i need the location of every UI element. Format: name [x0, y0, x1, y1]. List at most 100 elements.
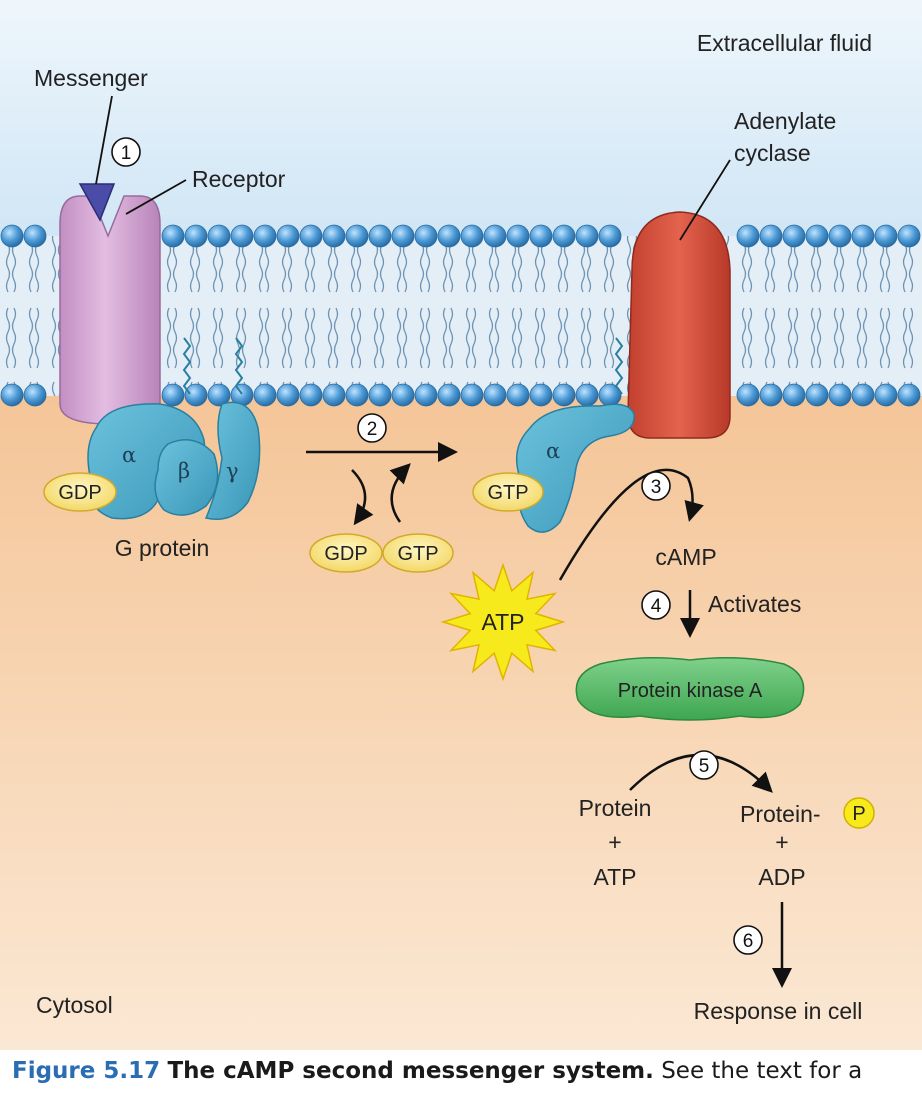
atp-to-camp-arrow: [558, 468, 704, 581]
messenger-leader: [95, 95, 113, 185]
lipid-head: [368, 224, 392, 248]
lipid-head: [736, 383, 760, 407]
cytosol-label: Cytosol: [36, 992, 113, 1018]
lipid-head: [322, 383, 346, 407]
receptor-protein: [59, 195, 161, 425]
lipid-head: [460, 383, 484, 407]
lipid-head: [414, 224, 438, 248]
gdp-release-arrow: [351, 469, 374, 526]
receptor-leader: [125, 179, 187, 215]
svg-text:5: 5: [699, 756, 710, 777]
atp-star: [440, 562, 566, 682]
lipid-heads-top: [0, 224, 921, 248]
beta-label: β: [178, 459, 190, 483]
lipid-head: [483, 224, 507, 248]
step-marker-1: 1: [111, 137, 141, 167]
phosphate-label: P: [852, 803, 865, 825]
lipid-head: [299, 224, 323, 248]
adenylate-cyclase: [627, 211, 731, 439]
lipid-head: [0, 224, 24, 248]
lipid-head: [759, 383, 783, 407]
gtp-oval-bound: [472, 472, 544, 512]
response-label: Response in cell: [694, 998, 863, 1024]
svg-text:3: 3: [651, 477, 662, 498]
lipid-head: [437, 383, 461, 407]
lipid-head: [552, 383, 576, 407]
lipid-head: [161, 383, 185, 407]
lipid-heads-bottom: [0, 383, 921, 407]
lipid-head: [368, 383, 392, 407]
adenylate-leader: [679, 159, 731, 241]
lipid-head: [529, 224, 553, 248]
gdp-oval: [43, 472, 117, 512]
phosphate-circle: [843, 797, 875, 829]
step-marker-5: 5: [689, 750, 719, 780]
plus-left: +: [608, 829, 621, 855]
g-protein-beta: [154, 439, 219, 516]
step-marker-3: 3: [641, 471, 671, 501]
lipid-head: [276, 224, 300, 248]
lipid-anchor: [182, 337, 192, 395]
lipid-head: [874, 224, 898, 248]
atp-label: ATP: [481, 609, 524, 635]
step-marker-4: 4: [641, 590, 671, 620]
lipid-head: [897, 383, 921, 407]
step-marker-2: 2: [357, 413, 387, 443]
lipid-head: [184, 383, 208, 407]
g-protein-label: G protein: [115, 535, 210, 561]
svg-text:4: 4: [651, 596, 662, 617]
lipid-head: [575, 224, 599, 248]
plus-right: +: [775, 829, 788, 855]
lipid-head: [207, 383, 231, 407]
lipid-head: [575, 383, 599, 407]
gamma-label: γ: [226, 459, 239, 483]
gdp-label: GDP: [58, 482, 101, 504]
receptor-label: Receptor: [192, 166, 286, 192]
activates-label: Activates: [708, 591, 801, 617]
pka-label: Protein kinase A: [618, 680, 763, 702]
lipid-head: [506, 224, 530, 248]
lipid-head: [506, 383, 530, 407]
lipid-head: [782, 224, 806, 248]
lipid-head: [529, 383, 553, 407]
protein-p-label: Protein-: [740, 801, 821, 827]
extracellular-label: Extracellular fluid: [697, 30, 872, 56]
figure-caption: Figure 5.17 The cAMP second messenger sy…: [12, 1058, 912, 1084]
lipid-head: [391, 383, 415, 407]
protein-kinase-a: [575, 657, 805, 721]
messenger-label: Messenger: [34, 65, 148, 91]
figure-number: Figure 5.17: [12, 1058, 161, 1084]
lipid-head: [805, 383, 829, 407]
step-marker-6: 6: [733, 925, 763, 955]
lipid-head: [897, 224, 921, 248]
atp-substrate-label: ATP: [593, 864, 636, 890]
svg-text:1: 1: [121, 143, 132, 164]
lipid-head: [0, 383, 24, 407]
gtp-oval-free: [382, 533, 454, 573]
lipid-head: [230, 224, 254, 248]
lipid-head: [253, 383, 277, 407]
lipid-head: [253, 224, 277, 248]
lipid-head: [598, 224, 622, 248]
lipid-head: [23, 383, 47, 407]
lipid-head: [759, 224, 783, 248]
lipid-head: [828, 383, 852, 407]
alpha-label: α: [122, 443, 136, 467]
lipid-head: [299, 383, 323, 407]
camp-label: cAMP: [655, 544, 716, 570]
adenylate-label: Adenylate: [734, 108, 836, 134]
lipid-head: [161, 224, 185, 248]
lipid-head: [184, 224, 208, 248]
lipid-head: [828, 224, 852, 248]
lipid-head: [782, 383, 806, 407]
lipid-head: [851, 383, 875, 407]
gdp-oval-free: [309, 533, 383, 573]
adp-label: ADP: [758, 864, 805, 890]
lipid-head: [483, 383, 507, 407]
lipid-head: [276, 383, 300, 407]
messenger-molecule: [78, 183, 116, 222]
lipid-head: [345, 224, 369, 248]
lipid-head: [207, 224, 231, 248]
lipid-head: [851, 224, 875, 248]
figure-title: The cAMP second messenger system.: [167, 1058, 654, 1084]
